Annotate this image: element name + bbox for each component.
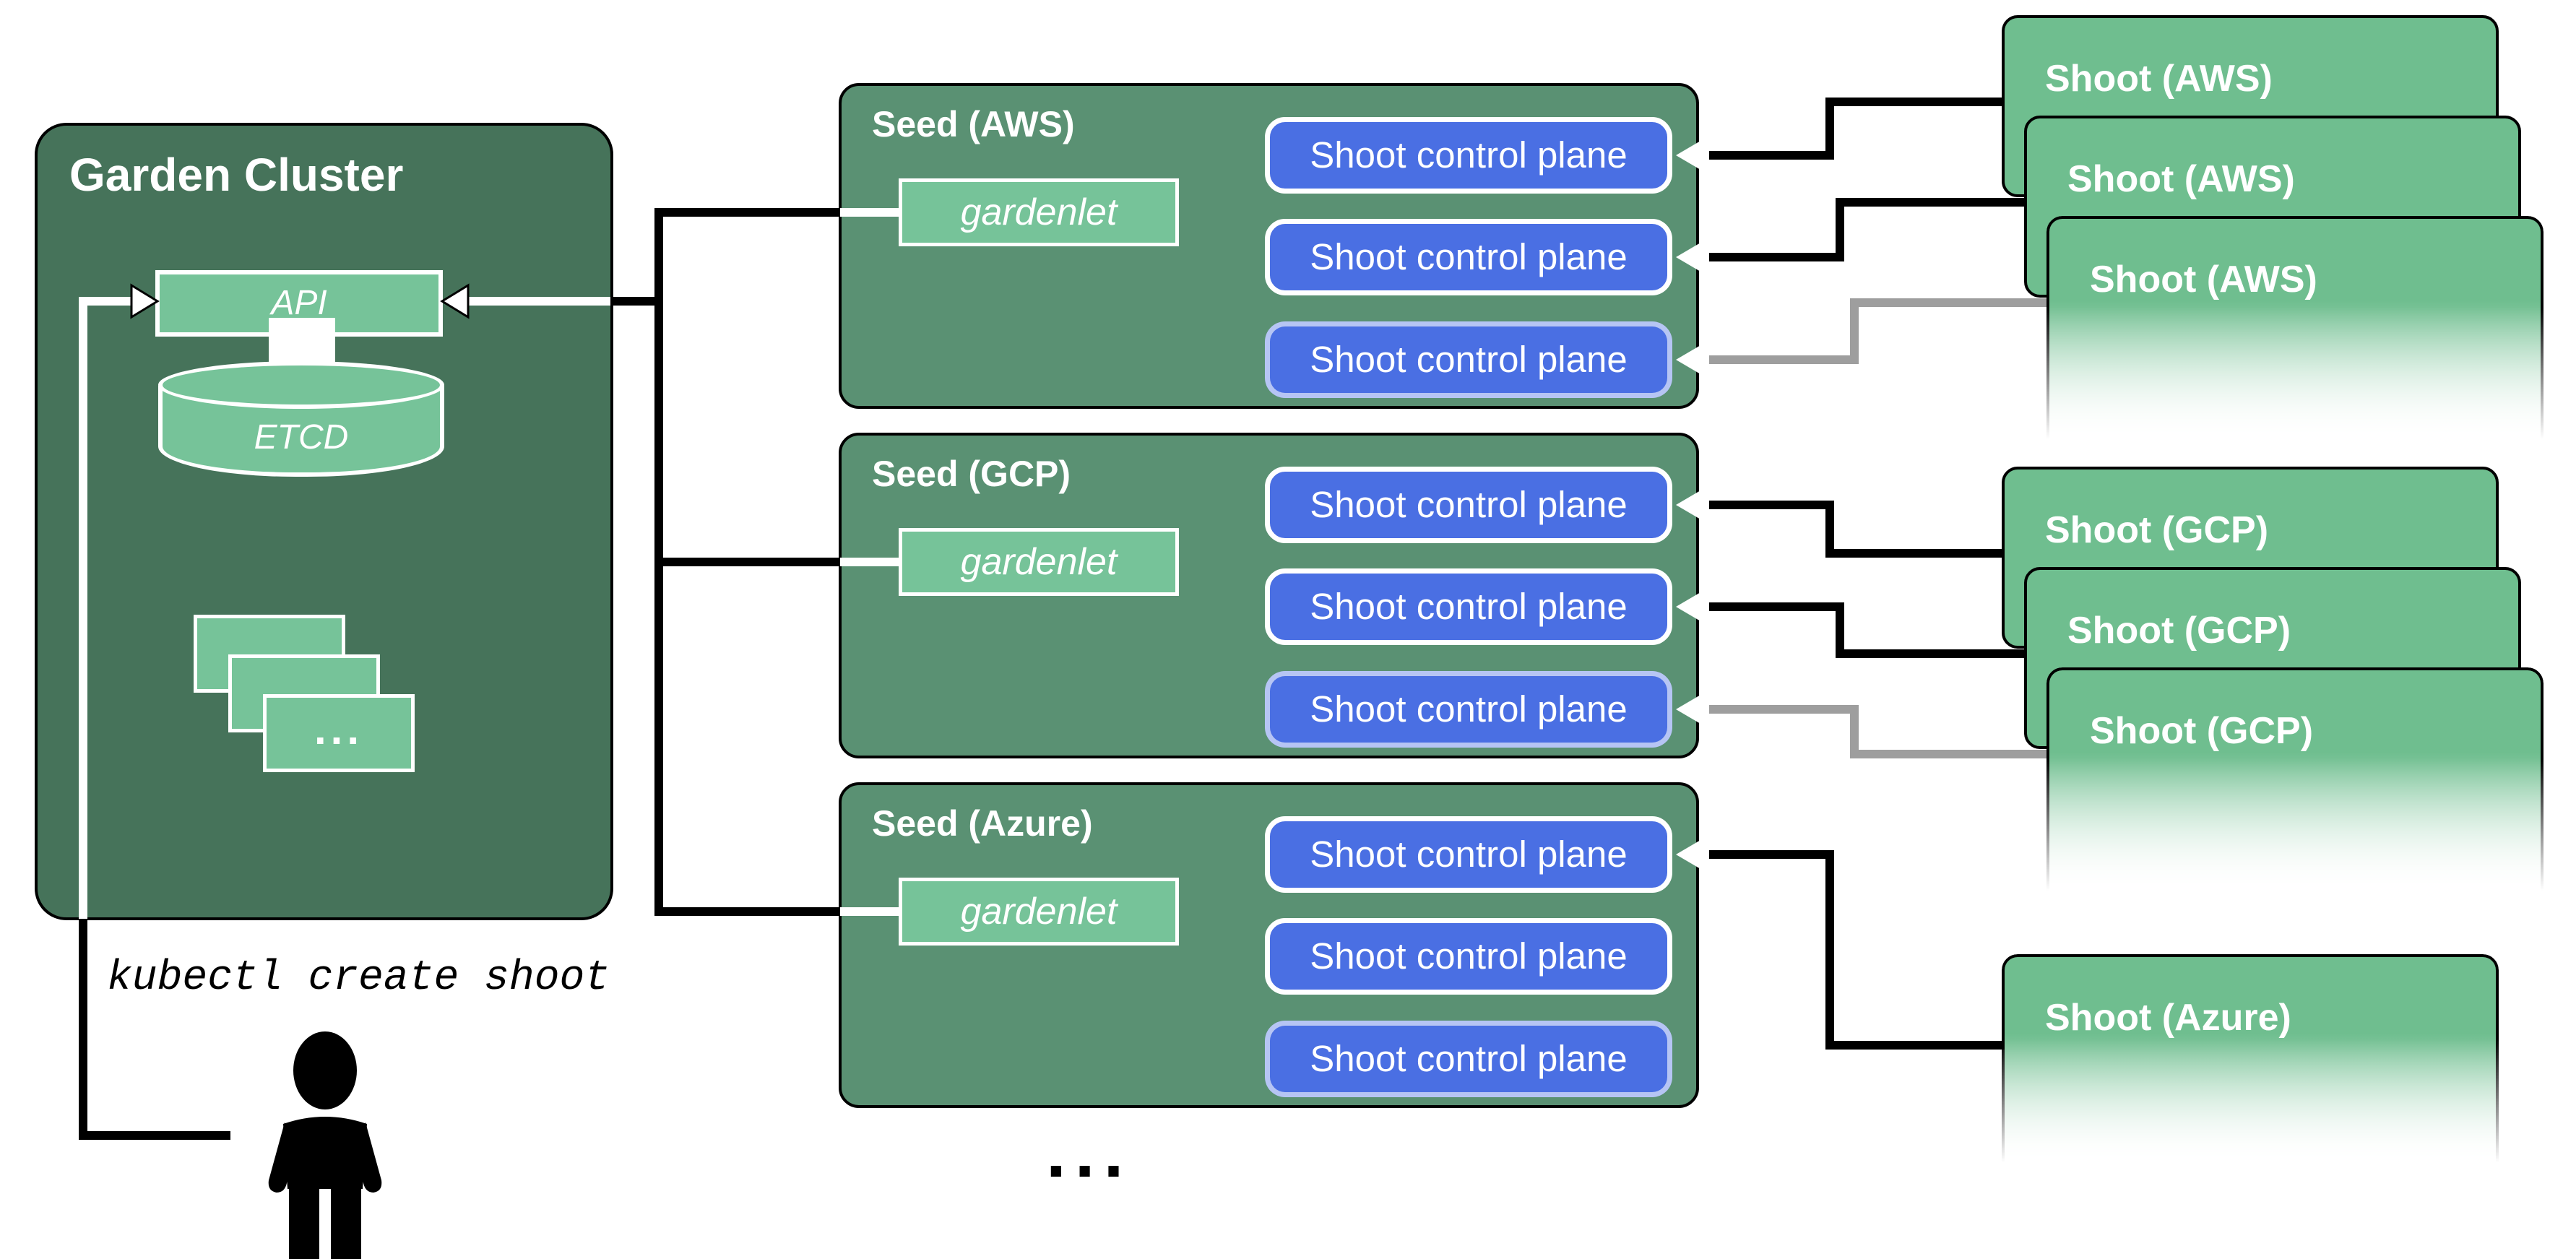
kubectl-command-text: kubectl create shoot <box>107 955 610 1002</box>
connector-gardenlet-aws-white <box>840 208 902 217</box>
connector-api-feed-line <box>610 297 663 306</box>
seed-gcp-title: Seed (GCP) <box>872 454 1071 494</box>
connector-azure-1-b <box>1825 850 1834 1050</box>
connector-aws-1-b <box>1825 98 1834 160</box>
connector-user-api-white-horizontal <box>79 297 135 306</box>
shoot-azure-label-1: Shoot (Azure) <box>2045 997 2291 1039</box>
connector-gcp-3-b <box>1850 705 1859 758</box>
shoot-gcp-label-1: Shoot (GCP) <box>2045 509 2269 551</box>
connector-aws-3-a <box>1690 355 1859 364</box>
etcd-cylinder-top <box>158 361 444 409</box>
seed-aws-gardenlet: gardenlet <box>899 178 1179 246</box>
project-stack-box-3 <box>263 694 415 772</box>
shoot-aws-label-3: Shoot (AWS) <box>2090 259 2317 300</box>
connector-gcp-3-c <box>1850 750 2049 758</box>
shoot-aws-label-2: Shoot (AWS) <box>2067 158 2295 200</box>
shoot-azure-box-1 <box>2002 954 2499 1178</box>
connector-aws-1-a <box>1690 151 1834 160</box>
more-seeds-ellipsis: ... <box>1046 1112 1133 1193</box>
seed-aws-title: Seed (AWS) <box>872 104 1075 144</box>
connector-gcp-2-c <box>1836 649 2027 658</box>
connector-branch-seed-gcp <box>654 558 842 566</box>
seed-azure-title: Seed (Azure) <box>872 803 1093 844</box>
connector-aws-2-c <box>1836 198 2027 207</box>
garden-cluster-title: Garden Cluster <box>69 149 404 201</box>
connector-gcp-1-b <box>1825 501 1834 558</box>
connector-branch-seed-azure <box>654 907 842 916</box>
connector-azure-1-a <box>1690 850 1834 859</box>
connector-gardenlet-gcp-white <box>840 558 902 566</box>
connector-gcp-1-c <box>1825 549 2005 558</box>
seed-aws-control-plane-3: Shoot control plane <box>1265 321 1672 398</box>
user-person-icon <box>268 1031 382 1259</box>
seed-azure-gardenlet: gardenlet <box>899 878 1179 946</box>
connector-user-api-white-vertical <box>79 297 87 919</box>
connector-gardenlet-azure-white <box>840 907 902 916</box>
connector-aws-1-c <box>1825 98 2005 106</box>
shoot-aws-box-3 <box>2046 216 2543 456</box>
connector-gcp-2-b <box>1836 602 1844 658</box>
seed-azure-control-plane-3: Shoot control plane <box>1265 1021 1672 1097</box>
seed-aws-control-plane-2: Shoot control plane <box>1265 219 1672 295</box>
seed-gcp-control-plane-2: Shoot control plane <box>1265 568 1672 645</box>
seed-aws-control-plane-1: Shoot control plane <box>1265 117 1672 194</box>
connector-user-vertical-line <box>79 916 87 1140</box>
project-stack-ellipsis: ... <box>314 705 363 753</box>
connector-gcp-2-a <box>1690 602 1844 611</box>
shoot-gcp-label-2: Shoot (GCP) <box>2067 610 2291 652</box>
shoot-aws-label-1: Shoot (AWS) <box>2045 58 2273 100</box>
connector-aws-3-b <box>1850 298 1859 364</box>
seed-azure-control-plane-1: Shoot control plane <box>1265 816 1672 893</box>
seed-gcp-gardenlet: gardenlet <box>899 528 1179 596</box>
seed-gcp-control-plane-1: Shoot control plane <box>1265 467 1672 543</box>
connector-aws-2-b <box>1836 198 1844 261</box>
connector-aws-3-c <box>1850 298 2049 307</box>
shoot-gcp-box-3 <box>2046 667 2543 907</box>
shoot-gcp-label-3: Shoot (GCP) <box>2090 710 2314 752</box>
seed-azure-control-plane-2: Shoot control plane <box>1265 918 1672 995</box>
seed-gcp-control-plane-3: Shoot control plane <box>1265 671 1672 748</box>
connector-aws-2-a <box>1690 253 1844 261</box>
connector-gcp-3-a <box>1690 705 1859 714</box>
connector-user-horizontal-line <box>79 1131 230 1140</box>
connector-gcp-1-a <box>1690 501 1834 509</box>
garden-cluster-box <box>35 123 613 920</box>
connector-branch-seed-aws <box>654 208 842 217</box>
etcd-label: ETCD <box>254 418 349 457</box>
connector-seeds-api-white-segment <box>468 297 610 306</box>
connector-azure-1-c <box>1825 1041 2005 1050</box>
